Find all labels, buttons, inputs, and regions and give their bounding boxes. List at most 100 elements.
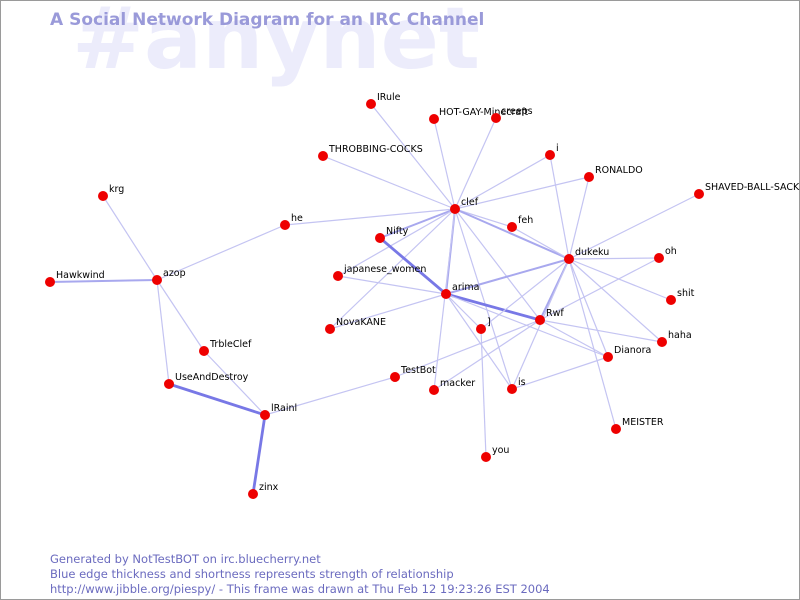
node-dot [654, 253, 664, 263]
channel-watermark: #anynet [72, 0, 481, 89]
node-dot [450, 204, 460, 214]
edge-bracket-dukeku [480, 258, 570, 330]
edge-hawkwind-azop [49, 279, 158, 283]
node-label: azop [163, 268, 186, 279]
node-ronaldo: RONALDO [584, 165, 643, 182]
node-label: SHAVED-BALL-SACK [705, 182, 800, 193]
node-label: TestBot [400, 365, 436, 376]
edge-nifty-arima [379, 236, 447, 296]
node-dot [564, 254, 574, 264]
node-label: ] [487, 317, 491, 328]
node-dot [45, 277, 55, 287]
node-novakane: NovaKANE [325, 317, 386, 334]
node-label: arima [452, 282, 479, 293]
edge-clef-novakane [329, 208, 456, 330]
node-bracket: ] [476, 317, 491, 334]
node-dot [694, 189, 704, 199]
node-throbbing: THROBBING-COCKS [318, 144, 423, 161]
node-label: haha [668, 330, 692, 341]
node-dot [507, 384, 517, 394]
edge-arima-dukeku [445, 258, 570, 295]
node-dot [260, 410, 270, 420]
edge-dukeku-meister [568, 258, 617, 430]
node-label: MEISTER [622, 417, 664, 428]
edge-clef-minecreeps [454, 117, 497, 210]
edge-shaved-dukeku [568, 193, 700, 260]
edge-he-clef [284, 208, 456, 226]
node-dot [535, 315, 545, 325]
node-label: macker [440, 378, 475, 389]
node-label: Dianora [614, 345, 651, 356]
footer-generated-by: Generated by NotTestBOT on irc.bluecherr… [50, 552, 321, 566]
footer: Generated by NotTestBOT on irc.bluecherr… [50, 552, 550, 597]
node-dot [325, 324, 335, 334]
node-he: he [280, 213, 303, 230]
edge-azop-he [156, 224, 286, 281]
edge-dukeku-shit [568, 258, 672, 301]
node-dot [429, 114, 439, 124]
node-feh: feh [507, 215, 533, 232]
edge-dianora-is [511, 356, 609, 390]
node-label: Rwf [546, 308, 564, 319]
node-dot [390, 372, 400, 382]
edge-rwf-oh [539, 257, 660, 321]
node-arima: arima [441, 282, 479, 299]
node-hawkwind: Hawkwind [45, 270, 105, 287]
node-minecreeps: creeps [491, 106, 533, 123]
node-label: dukeku [575, 247, 609, 258]
node-clef: clef [450, 197, 479, 214]
node-dot [584, 172, 594, 182]
edge-dukeku-oh [568, 257, 660, 260]
node-nifty: Nifty [375, 226, 409, 243]
node-label: shit [677, 288, 695, 299]
node-dot [248, 489, 258, 499]
node-dot [611, 424, 621, 434]
edge-clef-dukeku [454, 208, 570, 260]
edge-krg-azop [102, 195, 158, 281]
edge-novakane-arima [329, 293, 447, 330]
node-dot [429, 385, 439, 395]
edge-clef-throbbing [322, 155, 456, 210]
node-dot [657, 337, 667, 347]
edge-arima-dianora [445, 293, 609, 358]
node-label: creeps [501, 106, 533, 117]
edge-dukeku-dianora [568, 258, 609, 358]
node-testbot: TestBot [390, 365, 436, 382]
node-label: japanese_women [343, 264, 426, 275]
edge-clef-macker [433, 208, 456, 391]
node-dot [491, 113, 501, 123]
node-macker: macker [429, 378, 475, 395]
node-trbleclef: TrbleClef [199, 339, 252, 356]
node-label: HOT-GAY-Minecraft [439, 107, 528, 118]
edge-clef-irule [370, 103, 456, 210]
node-dot [476, 324, 486, 334]
node-dot [441, 289, 451, 299]
node-dot [603, 352, 613, 362]
node-dot [280, 220, 290, 230]
node-dot [375, 233, 385, 243]
node-zinx: zinx [248, 482, 279, 499]
edge-azop-useanddestroy [156, 279, 170, 385]
node-label: clef [461, 197, 479, 208]
node-label: feh [518, 215, 533, 226]
node-krg: krg [98, 184, 124, 201]
edge-arima-is [445, 293, 513, 390]
node-label: is [518, 377, 526, 388]
edge-clef-ronaldo [454, 176, 590, 210]
node-label: NovaKANE [336, 317, 386, 328]
footer-url-timestamp: http://www.jibble.org/piespy/ - This fra… [50, 582, 550, 596]
node-dot [333, 271, 343, 281]
edge-arima-rwf [445, 292, 541, 322]
edge-feh-dukeku [511, 226, 570, 260]
edge-rwf-haha [539, 319, 663, 343]
edge-useanddestroy-irainl [168, 382, 266, 417]
node-label: Hawkwind [56, 270, 105, 281]
node-label: zinx [259, 482, 279, 493]
edge-layer [49, 103, 700, 495]
edge-clef-hotgay [433, 118, 456, 210]
diagram-title: A Social Network Diagram for an IRC Chan… [50, 10, 485, 30]
footer-legend-note: Blue edge thickness and shortness repres… [50, 567, 454, 581]
edge-clef-i [454, 154, 551, 210]
node-meister: MEISTER [611, 417, 664, 434]
